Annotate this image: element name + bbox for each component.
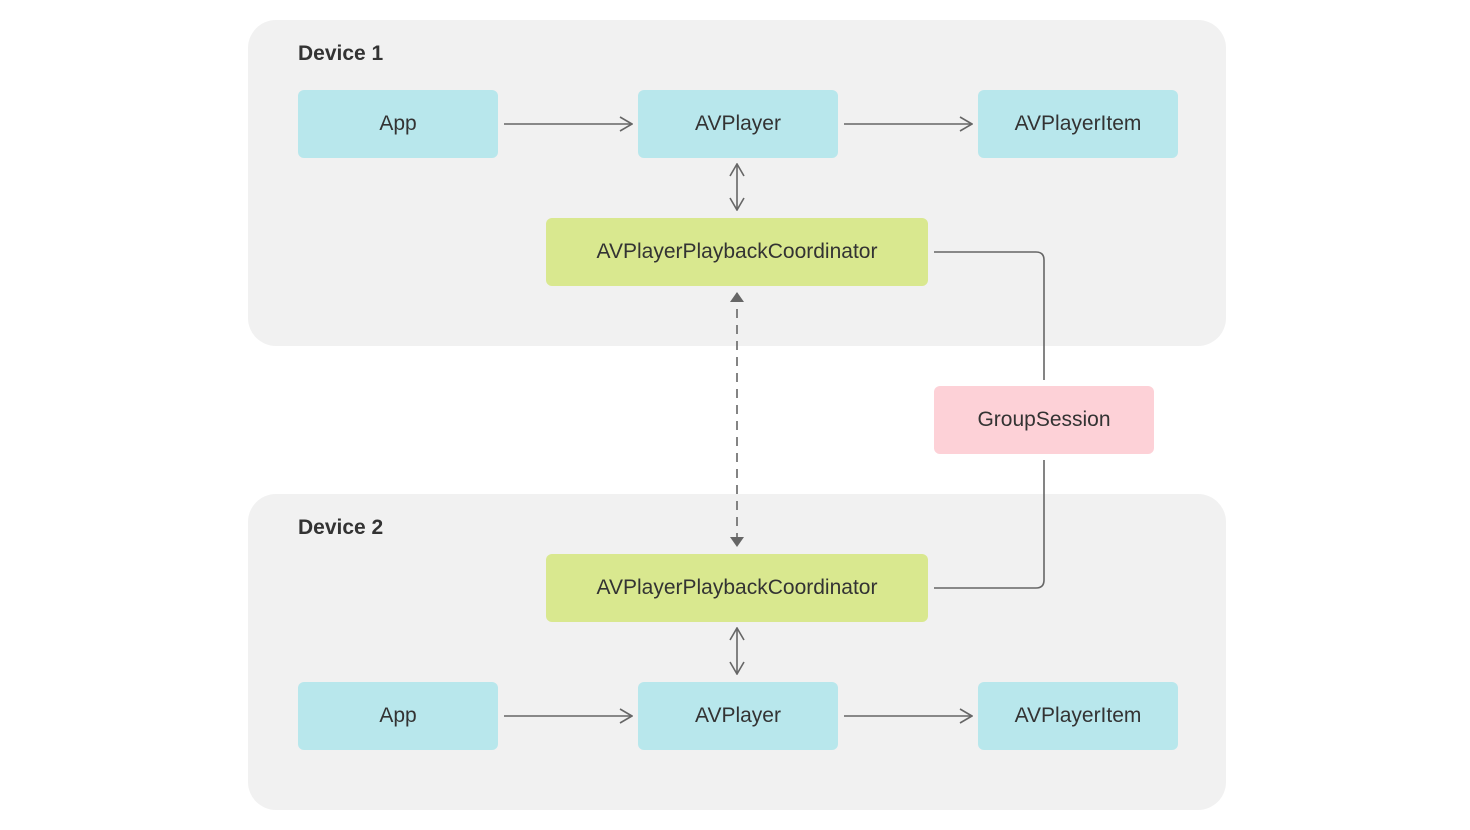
device-2-title: Device 2 [298, 516, 384, 539]
device-1-avplayer-node: AVPlayer [638, 90, 838, 158]
device-1-group: Device 1 [248, 20, 1226, 346]
device-2-avplayer-node: AVPlayer [638, 682, 838, 750]
device-2-avplayeritem-node: AVPlayerItem [978, 682, 1178, 750]
device-2-app-node: App [298, 682, 498, 750]
device-1-title: Device 1 [298, 42, 384, 65]
device-1-coordinator-node: AVPlayerPlaybackCoordinator [546, 218, 928, 286]
device-2-group: Device 2 [248, 494, 1226, 810]
group-session-node: GroupSession [934, 386, 1154, 454]
device-1-app-node: App [298, 90, 498, 158]
device-1-avplayeritem-node: AVPlayerItem [978, 90, 1178, 158]
device-2-coordinator-node: AVPlayerPlaybackCoordinator [546, 554, 928, 622]
